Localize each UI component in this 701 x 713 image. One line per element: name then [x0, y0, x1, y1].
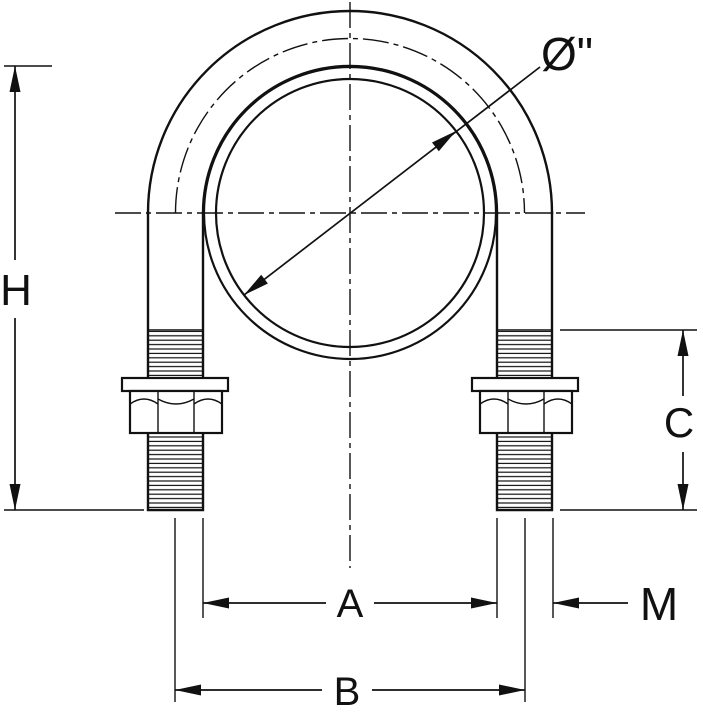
right-nut-facets [507, 391, 545, 433]
outer-bend-arc [146, 9, 554, 215]
right-leg-edges [495, 211, 554, 380]
right-lower-threads [498, 434, 551, 508]
centerlines [115, 2, 585, 568]
inside-width-arrowhead-right [471, 597, 497, 609]
right-washer [470, 376, 580, 393]
left-nut-facets [157, 391, 195, 433]
label-pipe-diameter: Ø" [541, 28, 593, 80]
right-stud-edges [495, 431, 554, 512]
inside-width-arrowhead-left [203, 597, 229, 609]
left-washer [120, 376, 230, 393]
diameter-leader-line [243, 66, 541, 296]
right-upper-threads [498, 331, 551, 377]
dimension-thread-length: C [560, 329, 697, 511]
left-upper-threads [149, 331, 202, 377]
bolt-centers-arrowhead-left [175, 684, 201, 696]
left-leg-edges [146, 211, 205, 380]
thread-size-arrowhead [553, 597, 579, 609]
bend-centerline-arc [174, 37, 526, 214]
right-nut [478, 389, 574, 435]
height-arrowhead-top [9, 66, 21, 92]
dimension-inside-width: A [202, 518, 498, 626]
dimension-bolt-centers: B [174, 518, 526, 713]
diameter-arrowhead-upper [432, 131, 456, 152]
left-nut-body [128, 389, 224, 435]
left-nut-chamfers [129, 398, 223, 405]
u-bolt-body [146, 9, 554, 512]
dimension-pipe-diameter: Ø" [243, 28, 593, 296]
diameter-arrowhead-lower [244, 274, 268, 295]
right-nut-chamfers [479, 398, 573, 405]
dimension-thread-size: M [552, 518, 678, 630]
pipe-inner-circle [214, 77, 486, 349]
label-inside-width: A [337, 582, 364, 626]
label-bolt-centers: B [334, 670, 361, 713]
left-nut [128, 389, 224, 435]
right-nut-body [478, 389, 574, 435]
label-thread-size: M [640, 578, 678, 630]
washers [120, 376, 580, 393]
left-lower-threads [149, 434, 202, 508]
thread-length-arrowhead-bottom [677, 484, 689, 510]
dimension-height: H [0, 65, 144, 511]
height-arrowhead-bottom [9, 484, 21, 510]
label-thread-length: C [664, 399, 694, 446]
label-height: H [0, 266, 32, 315]
inner-bend-arc [201, 64, 499, 215]
left-stud-edges [146, 431, 205, 512]
bolt-centers-arrowhead-right [499, 684, 525, 696]
thread-length-arrowhead-top [677, 330, 689, 356]
